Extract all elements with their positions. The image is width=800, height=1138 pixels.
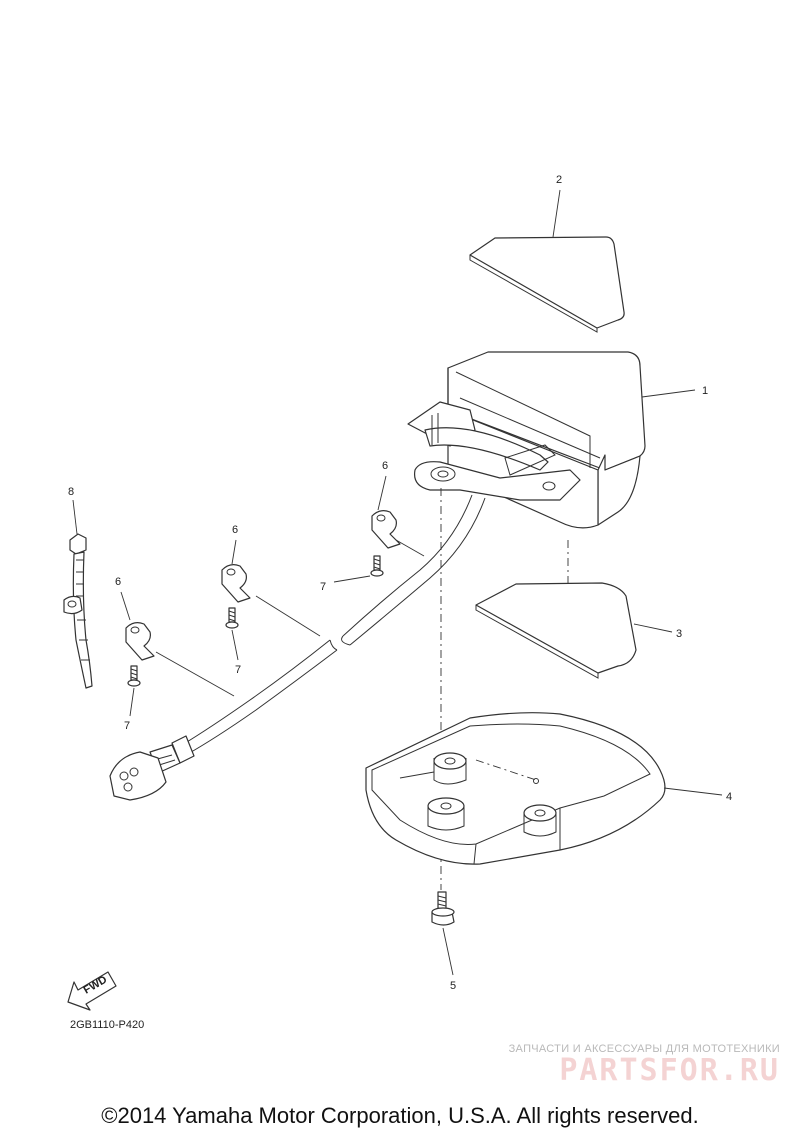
callout-3: 3 <box>676 628 682 640</box>
leader-6b-wire <box>255 595 321 637</box>
part-6-clamp-middle <box>221 564 251 603</box>
watermark-brand: PARTSFOR.RU <box>559 1053 780 1088</box>
watermark: ЗАПЧАСТИ И АКСЕССУАРЫ ДЛЯ МОТОТЕХНИКИ PA… <box>488 1043 780 1087</box>
callout-6a: 6 <box>115 576 121 588</box>
part-7-screw-middle <box>225 607 239 629</box>
copyright-notice: ©2014 Yamaha Motor Corporation, U.S.A. A… <box>101 1103 699 1128</box>
leader-2 <box>552 189 561 238</box>
part-7-screw-right <box>370 555 384 577</box>
callout-5: 5 <box>450 980 456 992</box>
part-3-gasket-lower <box>475 582 637 679</box>
wire-harness <box>149 494 486 774</box>
callout-2: 2 <box>556 174 562 186</box>
part-8-cable-tie <box>63 533 93 689</box>
leader-6c-wire <box>395 539 425 557</box>
leader-7a <box>129 687 135 717</box>
leader-3 <box>633 623 673 633</box>
part-6-clamp-left <box>125 622 155 661</box>
leader-7c <box>333 575 371 583</box>
leader-4 <box>663 787 723 796</box>
callout-7a: 7 <box>124 720 130 732</box>
watermark-tagline: ЗАПЧАСТИ И АКСЕССУАРЫ ДЛЯ МОТОТЕХНИКИ <box>508 1043 780 1055</box>
leader-6a <box>120 591 131 621</box>
callout-7c: 7 <box>320 581 326 593</box>
leader-6b <box>231 539 237 565</box>
leader-6a-wire <box>155 651 235 697</box>
part-1-tail-light-assembly <box>407 351 646 529</box>
connector <box>109 751 167 801</box>
part-4-lens-cover <box>365 712 666 865</box>
part-7-screw-left <box>127 665 141 687</box>
leader-8 <box>72 499 78 535</box>
part-2-gasket-upper <box>469 236 625 333</box>
leader-7b <box>231 629 239 661</box>
leader-1 <box>641 389 696 398</box>
part-6-clamp-right <box>371 510 401 549</box>
callout-1: 1 <box>702 385 708 397</box>
callout-6c: 6 <box>382 460 388 472</box>
diagram-code: 2GB1110-P420 <box>70 1019 145 1031</box>
callout-7b: 7 <box>235 664 241 676</box>
callout-8: 8 <box>68 486 74 498</box>
leader-5 <box>442 927 454 976</box>
part-5-screw <box>431 891 455 926</box>
leader-6c <box>377 475 387 511</box>
callout-6b: 6 <box>232 524 238 536</box>
callout-4: 4 <box>726 791 732 803</box>
fwd-arrow-icon: FWD <box>67 971 117 1011</box>
